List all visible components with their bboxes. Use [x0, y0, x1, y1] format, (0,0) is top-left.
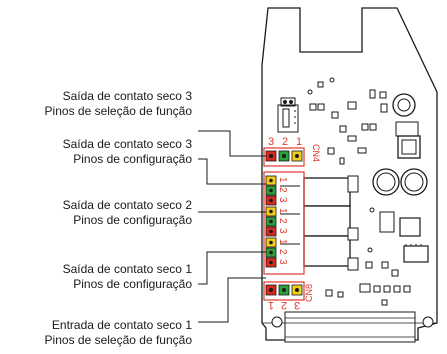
relay2-pin-number: 3 — [277, 228, 288, 234]
cn8-pin-number: 3 — [294, 299, 300, 311]
callout-subtitle: Pinos de configuração — [63, 152, 192, 167]
leader-line-4 — [198, 252, 266, 284]
relay2-pin-number: 1 — [277, 208, 288, 214]
relay2-pin-number: 2 — [277, 218, 288, 224]
leader-line-1 — [198, 131, 266, 156]
relay1-pin-number: 3 — [277, 259, 288, 265]
callout-title: Saída de contato seco 3 — [45, 89, 192, 104]
callout-subtitle: Pinos de configuração — [63, 213, 192, 228]
callout-relay3: Saída de contato seco 3 Pinos de configu… — [63, 137, 192, 167]
cn4-pin-number: 3 — [268, 136, 274, 148]
leader-line-2 — [198, 159, 266, 184]
callout-title: Entrada de contato seco 1 — [45, 318, 192, 333]
callout-title: Saída de contato seco 1 — [63, 262, 192, 277]
mounting-hole-right — [423, 317, 433, 327]
cn4-pin-number: 2 — [282, 136, 288, 148]
leader-line-5 — [198, 278, 266, 322]
cn4-connector-label: CN4 — [311, 144, 321, 162]
callout-cn8: Entrada de contato seco 1 Pinos de seleç… — [45, 318, 192, 348]
callout-cn4: Saída de contato seco 3 Pinos de seleção… — [45, 89, 192, 119]
callout-subtitle: Pinos de seleção de função — [45, 333, 192, 348]
relay-1 — [304, 236, 350, 266]
callout-subtitle: Pinos de seleção de função — [45, 104, 192, 119]
callout-relay2: Saída de contato seco 2 Pinos de configu… — [63, 198, 192, 228]
relay1-pin-number: 1 — [277, 239, 288, 245]
relay3-pin-number: 2 — [277, 187, 288, 193]
cn8-connector-label: CN8 — [304, 284, 314, 302]
bottom-connector — [285, 312, 415, 342]
callout-title: Saída de contato seco 3 — [63, 137, 192, 152]
relay3-pin-number: 1 — [277, 177, 288, 183]
cn8-pin-number: 2 — [281, 299, 287, 311]
mounting-hole-left — [272, 317, 282, 327]
callout-subtitle: Pinos de configuração — [63, 277, 192, 292]
relay1-pin-number: 2 — [277, 249, 288, 255]
cn8-pin-number: 1 — [268, 299, 274, 311]
callout-title: Saída de contato seco 2 — [63, 198, 192, 213]
callout-relay1: Saída de contato seco 1 Pinos de configu… — [63, 262, 192, 292]
relay-2 — [304, 206, 350, 236]
cn4-pin-number: 1 — [296, 136, 302, 148]
relay-3 — [304, 178, 350, 206]
relay3-pin-number: 3 — [277, 197, 288, 203]
